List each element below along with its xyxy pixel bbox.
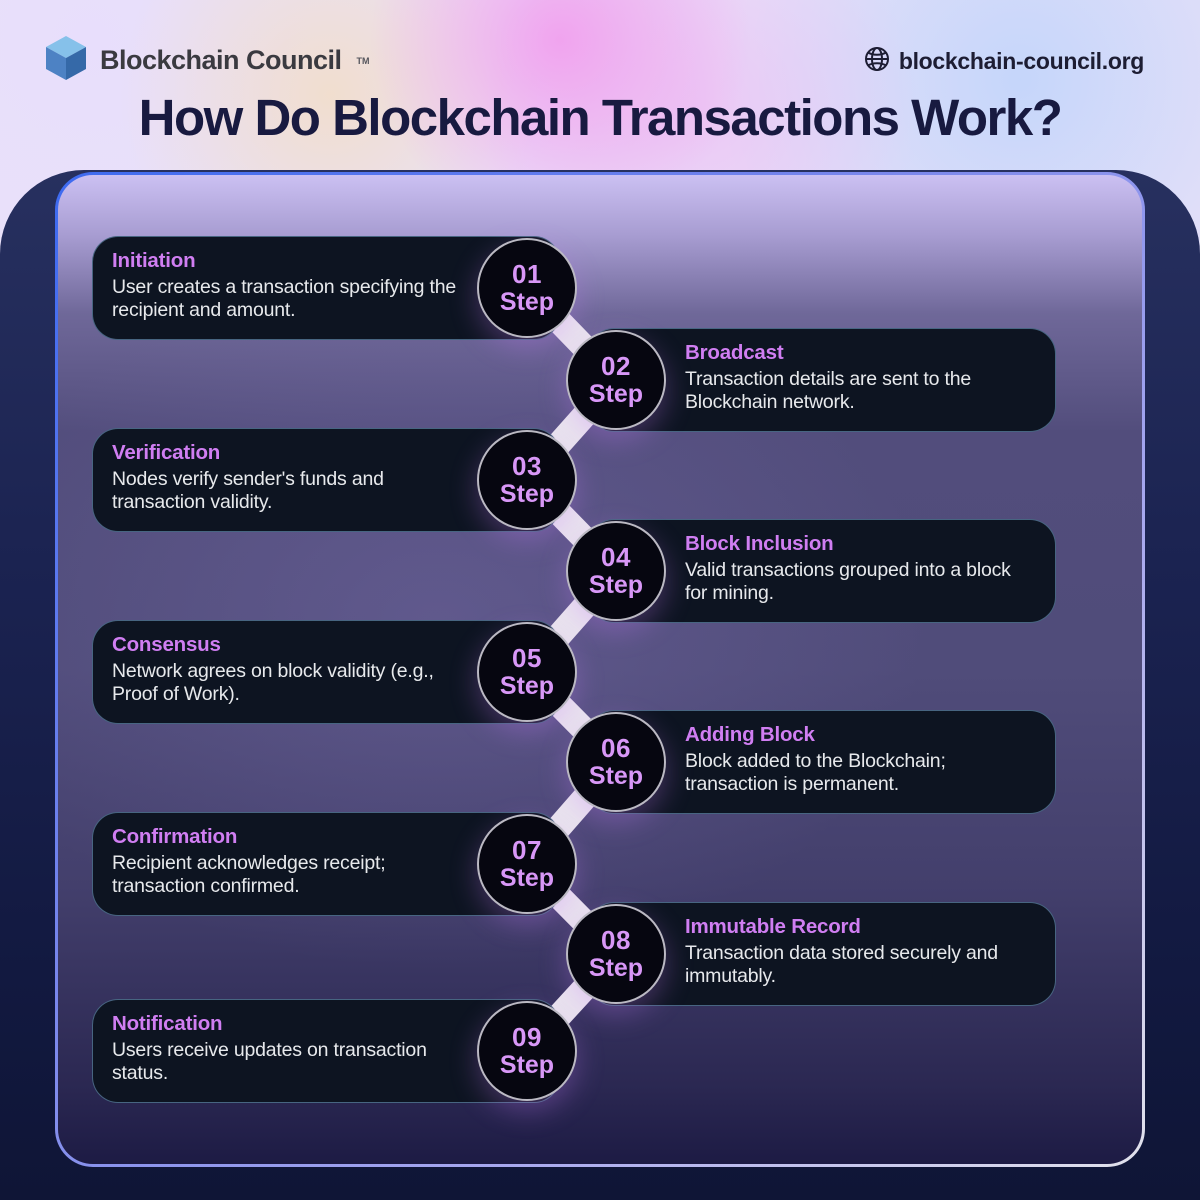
step-description: User creates a transaction specifying th… xyxy=(112,276,457,321)
step-label: Step xyxy=(499,288,555,316)
step-badge-4: 04 Step xyxy=(566,521,666,621)
step-label: Step xyxy=(499,480,555,508)
step-badge-7: 07 Step xyxy=(477,814,577,914)
step-number: 03 xyxy=(512,451,542,481)
step-title: Confirmation xyxy=(112,825,238,848)
step-number: 02 xyxy=(601,351,631,381)
step-description: Transaction data stored securely and imm… xyxy=(685,942,998,987)
step-badge-9: 09 Step xyxy=(477,1001,577,1101)
step-badge-5: 05 Step xyxy=(477,622,577,722)
step-description: Block added to the Blockchain; transacti… xyxy=(685,750,946,795)
step-label: Step xyxy=(588,762,644,790)
step-number: 06 xyxy=(601,733,631,763)
website-line: blockchain-council.org xyxy=(864,46,1144,77)
step-description: Transaction details are sent to the Bloc… xyxy=(685,368,972,413)
step-number: 08 xyxy=(601,925,631,955)
step-badge-6: 06 Step xyxy=(566,712,666,812)
brand-cube-icon xyxy=(44,34,88,87)
step-description: Users receive updates on transaction sta… xyxy=(112,1039,427,1084)
step-title: Adding Block xyxy=(685,723,815,746)
step-card-9: Notification Users receive updates on tr… xyxy=(92,999,560,1103)
step-label: Step xyxy=(588,954,644,982)
step-title: Consensus xyxy=(112,633,221,656)
trademark-mark: TM xyxy=(356,55,370,66)
step-title: Broadcast xyxy=(685,341,784,364)
website-url: blockchain-council.org xyxy=(898,48,1144,74)
step-card-6: Adding Block Block added to the Blockcha… xyxy=(588,710,1056,814)
step-title: Initiation xyxy=(112,249,196,272)
step-card-2: Broadcast Transaction details are sent t… xyxy=(588,328,1056,432)
step-number: 07 xyxy=(512,835,542,865)
step-label: Step xyxy=(499,864,555,892)
step-card-8: Immutable Record Transaction data stored… xyxy=(588,902,1056,1006)
step-badge-2: 02 Step xyxy=(566,330,666,430)
step-title: Block Inclusion xyxy=(685,532,834,555)
brand-logo: Blockchain Council TM xyxy=(44,34,370,87)
globe-icon xyxy=(864,46,890,77)
step-badge-1: 01 Step xyxy=(477,238,577,338)
step-description: Nodes verify sender's funds and transact… xyxy=(112,468,384,513)
step-description: Network agrees on block validity (e.g., … xyxy=(112,660,434,705)
step-description: Valid transactions grouped into a block … xyxy=(685,559,1011,604)
step-label: Step xyxy=(588,571,644,599)
step-card-4: Block Inclusion Valid transactions group… xyxy=(588,519,1056,623)
page-title: How Do Blockchain Transactions Work? xyxy=(138,89,1063,146)
step-number: 05 xyxy=(512,643,542,673)
step-title: Notification xyxy=(112,1012,223,1035)
step-label: Step xyxy=(499,672,555,700)
step-number: 04 xyxy=(601,542,631,572)
step-label: Step xyxy=(499,1051,555,1079)
step-title: Verification xyxy=(112,441,221,464)
step-number: 09 xyxy=(512,1022,542,1052)
step-badge-8: 08 Step xyxy=(566,904,666,1004)
step-number: 01 xyxy=(512,259,542,289)
step-description: Recipient acknowledges receipt; transact… xyxy=(112,852,386,897)
brand-name: Blockchain Council xyxy=(100,45,342,75)
step-badge-3: 03 Step xyxy=(477,430,577,530)
step-label: Step xyxy=(588,380,644,408)
step-title: Immutable Record xyxy=(685,915,861,938)
